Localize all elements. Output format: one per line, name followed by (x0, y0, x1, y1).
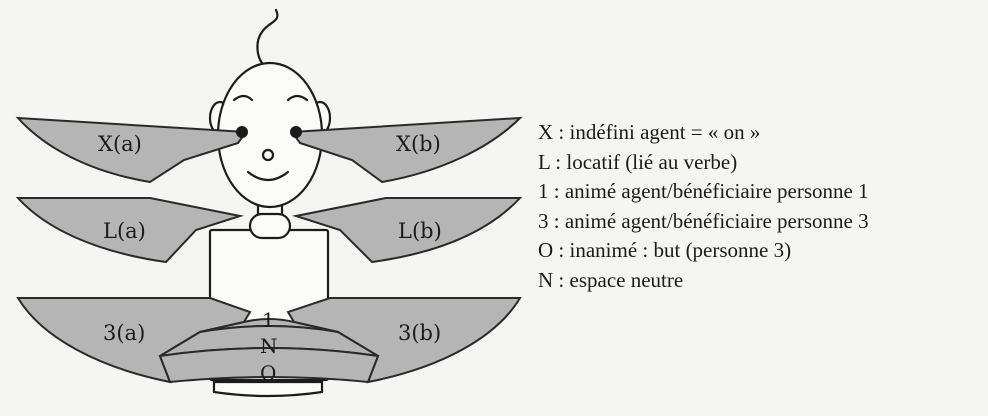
zone-label-l-right: L(b) (398, 219, 442, 243)
legend-item-o: O : inanimé : but (personne 3) (538, 238, 792, 262)
nose (261, 148, 275, 162)
legend-item-l: L : locatif (lié au verbe) (538, 149, 738, 174)
zone-x-right (290, 116, 523, 184)
zone-label-x-right: X(b) (396, 132, 441, 156)
right-pupil (290, 126, 302, 138)
legend-item-3: 3 : animé agent/bénéficiaire personne 3 (538, 208, 869, 233)
zone-label-n: N (260, 334, 278, 358)
mouth (246, 170, 290, 182)
zone-label-o: O (260, 361, 276, 385)
zone-x-left (15, 116, 248, 184)
zone-label-3-right: 3(b) (398, 321, 441, 345)
collar (248, 212, 292, 240)
zone-label-l-left: L(a) (103, 219, 146, 243)
legend-item-x: X : indéfini agent = « on » (538, 120, 761, 144)
legend-item-1: 1 : animé agent/bénéficiaire personne 1 (538, 179, 869, 203)
hair-strand (256, 8, 279, 72)
left-pupil (236, 126, 248, 138)
zone-label-3-left: 3(a) (103, 321, 145, 345)
torso-base (212, 380, 324, 398)
zone-o (158, 347, 380, 384)
legend: X : indéfini agent = « on » L : locatif … (538, 118, 869, 295)
zone-l-left (15, 197, 244, 264)
zone-label-x-left: X(a) (98, 132, 142, 156)
right-brow (286, 94, 309, 102)
zone-label-1: 1 (262, 308, 275, 332)
legend-item-n: N : espace neutre (538, 267, 684, 292)
signing-space-diagram: X(a) X(b) L(a) L(b) 3(a) 3(b) 1 N O (15, 8, 523, 398)
left-brow (232, 94, 254, 102)
zone-l-right (292, 197, 523, 264)
